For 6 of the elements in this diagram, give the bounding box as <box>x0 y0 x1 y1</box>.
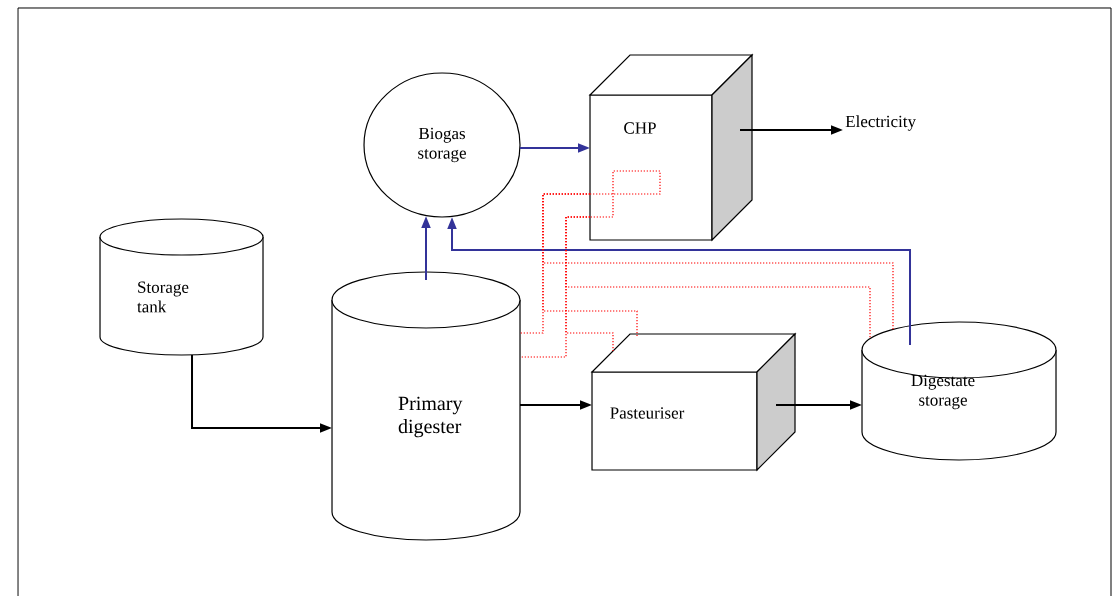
connector-line <box>565 216 614 352</box>
tank-cylinder: Primary digester <box>331 271 521 541</box>
tank-cylinder: Storage tank <box>99 218 264 356</box>
output-label: Electricity <box>845 115 916 131</box>
tank-cylinder: Digestate storage <box>861 321 1057 461</box>
connector-line <box>542 193 638 337</box>
